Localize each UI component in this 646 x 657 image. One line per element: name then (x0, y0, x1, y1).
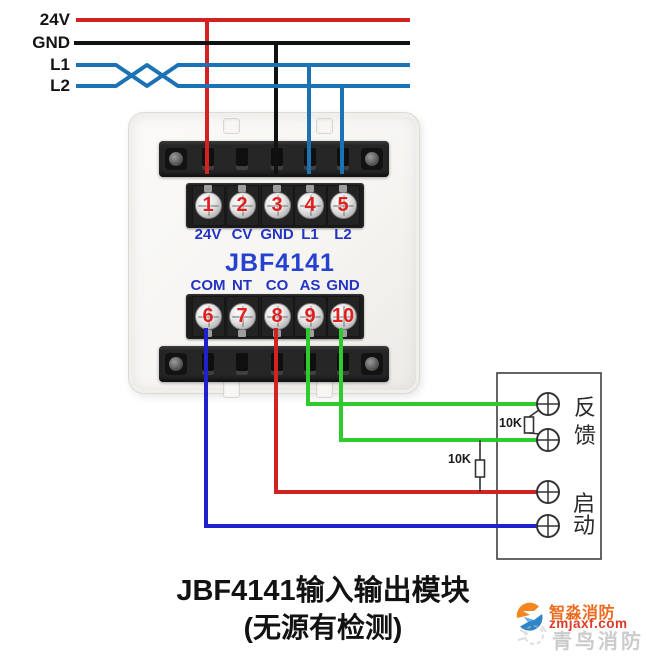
terminal-label-l2: L2 (334, 226, 352, 243)
feedback-label-char1: 反 (573, 395, 596, 420)
caption-subtitle: (无源有检测) (243, 612, 403, 643)
terminal-number: 3 (271, 194, 283, 216)
module-tab (316, 118, 333, 134)
resistor-inner-label: 10K (499, 416, 522, 430)
terminal-label-com: COM (190, 277, 226, 294)
resistor-outer-label: 10K (448, 452, 471, 466)
wire-l2-bus (76, 63, 410, 88)
terminal-number: 2 (236, 194, 248, 216)
bar-screw-icon (361, 148, 383, 170)
terminal-number: 6 (202, 305, 214, 327)
resistor-inner-lead (528, 432, 541, 435)
wire-clamp (236, 148, 248, 170)
terminal-feedback-a (536, 392, 560, 416)
terminal-number: 9 (304, 305, 316, 327)
resistor-inner-lead (528, 409, 540, 418)
terminal-label-gnd: GND (260, 226, 294, 243)
jbf4141-module-photo: 1 2 3 4 5 24V CV GND L1 L2 JBF4141 COM N… (128, 112, 420, 398)
bar-screw-icon (361, 353, 383, 375)
screw-icon (263, 192, 291, 219)
terminal-number: 10 (331, 305, 355, 327)
terminal-3: 3 (260, 185, 294, 226)
terminal-label-as: AS (299, 277, 321, 294)
wire-clamp (337, 353, 349, 375)
watermark-bird-icon (517, 625, 547, 645)
wire-clamp (202, 148, 214, 170)
model-name: JBF4141 (225, 249, 335, 277)
top-terminal-block: 1 2 3 4 5 (186, 183, 364, 228)
wire-clamp (271, 353, 283, 375)
wire-clamp (271, 148, 283, 170)
brand-name: 智淼消防 (549, 605, 616, 622)
screw-icon (296, 192, 324, 219)
terminal-7: 7 (225, 296, 259, 337)
bus-label-24v: 24V (39, 10, 70, 29)
device-terminals (536, 392, 560, 538)
terminal-start-b (536, 514, 560, 538)
bottom-terminal-block: 6 7 8 9 10 (186, 294, 364, 339)
resistor-inner (523, 416, 535, 434)
terminal-label-cv: CV (231, 226, 253, 243)
bar-screw-icon (165, 148, 187, 170)
terminal-6: 6 (191, 296, 225, 337)
bottom-connector-bar (159, 346, 389, 382)
bus-label-l1: L1 (50, 55, 70, 74)
resistor-outer (474, 459, 486, 478)
terminal-10: 10 (326, 296, 360, 337)
bus-label-gnd: GND (32, 33, 70, 52)
terminal-9: 9 (293, 296, 327, 337)
screw-icon (194, 192, 222, 219)
terminal-label-l1: L1 (301, 226, 319, 243)
wire-clamp (304, 353, 316, 375)
screw-icon (194, 303, 222, 330)
terminal-feedback-b (536, 428, 560, 452)
terminal-number: 1 (202, 194, 214, 216)
terminal-2: 2 (225, 185, 259, 226)
start-label-char2: 动 (572, 513, 595, 538)
terminal-label-co: CO (265, 277, 289, 294)
brand-site-url: zmjaxf.com (549, 616, 628, 631)
terminal-start-a (536, 480, 560, 504)
terminal-8: 8 (260, 296, 294, 337)
terminal-1: 1 (191, 185, 225, 226)
screw-icon (228, 303, 256, 330)
terminal-number: 5 (337, 194, 349, 216)
screw-icon (263, 303, 291, 330)
screw-icon (228, 192, 256, 219)
wire-clamp (202, 353, 214, 375)
start-label-char1: 启 (572, 491, 595, 516)
feedback-label-char2: 馈 (573, 423, 596, 448)
terminal-number: 7 (236, 305, 248, 327)
screw-icon (329, 192, 357, 219)
terminal-label-gnd-out: GND (326, 277, 360, 294)
caption-title: JBF4141输入输出模块 (176, 575, 470, 607)
wire-clamp (337, 148, 349, 170)
terminal-5: 5 (326, 185, 360, 226)
module-tab (223, 118, 240, 134)
terminal-4: 4 (293, 185, 327, 226)
bus-label-l2: L2 (50, 76, 70, 95)
terminal-number: 4 (304, 194, 316, 216)
wire-clamp (236, 353, 248, 375)
wire-clamp (304, 148, 316, 170)
top-connector-bar (159, 141, 389, 177)
terminal-label-nt: NT (232, 277, 252, 294)
terminal-label-24v: 24V (194, 226, 222, 243)
watermark-text: 青鸟消防 (552, 631, 644, 653)
wire-l1-bus (76, 63, 410, 88)
bar-screw-icon (165, 353, 187, 375)
terminal-number: 8 (271, 305, 283, 327)
